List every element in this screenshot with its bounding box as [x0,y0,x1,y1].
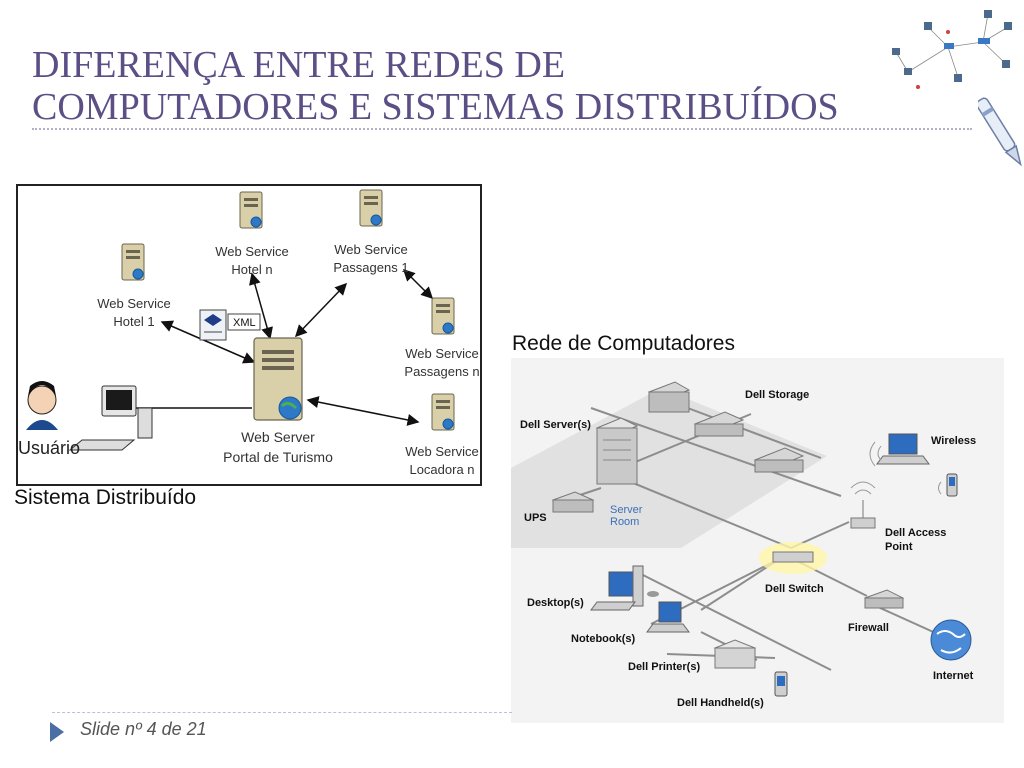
dell-server-icon [595,417,639,485]
ws-locadora-n-line1: Web Service [405,444,478,459]
label-dell-servers: Dell Server(s) [520,419,591,431]
server-passagens-1-icon [359,189,383,227]
label-ups: UPS [524,512,547,524]
usuario-label: Usuário [18,438,80,458]
ws-passagens-n-line2: Passagens n [404,364,479,379]
arrow-passagens-n [402,268,434,300]
label-dell-access-point-2: Point [885,541,913,553]
label-server-room-2: Room [610,516,639,528]
pen-icon [978,97,1022,167]
label-firewall: Firewall [848,622,889,634]
xml-label: XML [233,317,256,329]
dell-storage-icon [647,381,691,413]
server-hotel-1-icon [121,243,145,281]
ws-passagens-1-line2: Passagens 1 [333,260,408,275]
footer-divider [52,712,512,713]
notebook-icon [646,601,690,633]
slide-title: DIFERENÇA ENTRE REDES DE COMPUTADORES E … [32,44,972,128]
label-notebooks: Notebook(s) [571,633,636,645]
server-locadora-n-icon [431,393,455,431]
xml-document-icon [199,309,261,341]
server-passagens-n-icon [431,297,455,335]
arrow-passagens-1 [294,282,348,338]
label-internet: Internet [933,670,974,682]
dell-switch-icon [759,542,827,574]
distributed-system-caption: Sistema Distribuído [14,486,197,509]
ws-passagens-n-line1: Web Service [405,346,478,361]
title-divider [32,128,972,130]
internet-globe-icon [930,619,972,661]
ws-hotel-n-line1: Web Service [215,244,288,259]
handheld-icon [774,671,788,697]
ups-icon [551,491,595,513]
slide-title-line-2: COMPUTADORES E SISTEMAS DISTRIBUÍDOS [32,86,839,128]
web-server-line2: Portal de Turismo [223,449,333,465]
arrow-hotel-n [249,272,273,340]
desktop-computer-icon [590,565,659,611]
computer-network-svg: Dell Storage Dell Server(s) Wireless UPS… [511,381,976,709]
ws-hotel-1-line2: Hotel 1 [113,314,154,329]
label-desktops: Desktop(s) [527,597,584,609]
ws-passagens-1-line1: Web Service [334,242,407,257]
network-thumbnail-image [892,10,1012,89]
web-server-icon [253,337,303,421]
dell-access-point-icon [850,481,876,529]
wireless-handheld-icon [938,473,958,497]
user-avatar-icon [26,381,58,430]
label-dell-access-point-1: Dell Access [885,527,946,539]
distributed-system-svg: XML Web Service Hotel n Web Service Pass… [18,189,480,477]
printer-icon [713,639,757,669]
storage-unit-icon [693,411,745,437]
label-wireless: Wireless [931,435,976,447]
computer-network-diagram: Dell Storage Dell Server(s) Wireless UPS… [511,358,1004,723]
web-server-line1: Web Server [241,429,315,445]
label-dell-storage: Dell Storage [745,389,809,401]
arrow-locadora-n [306,396,420,426]
ws-hotel-n-line2: Hotel n [231,262,272,277]
arrow-hotel-1 [160,320,256,364]
storage-unit-2-icon [753,447,805,473]
footer-arrow-icon [50,722,64,742]
server-hotel-n-icon [239,191,263,229]
ws-locadora-n-line2: Locadora n [409,462,474,477]
label-server-room-1: Server [610,504,643,516]
slide-title-line-1: DIFERENÇA ENTRE REDES DE [32,44,566,86]
workstation-icon [68,385,153,451]
firewall-icon [863,589,905,609]
distributed-system-diagram: XML Web Service Hotel n Web Service Pass… [16,184,482,486]
wireless-laptop-icon [869,433,930,467]
label-dell-handhelds: Dell Handheld(s) [677,697,764,709]
computer-network-caption: Rede de Computadores [512,332,735,355]
slide-number: Slide nº 4 de 21 [80,719,207,739]
ws-hotel-1-line1: Web Service [97,296,170,311]
label-dell-printers: Dell Printer(s) [628,661,700,673]
label-dell-switch: Dell Switch [765,583,824,595]
